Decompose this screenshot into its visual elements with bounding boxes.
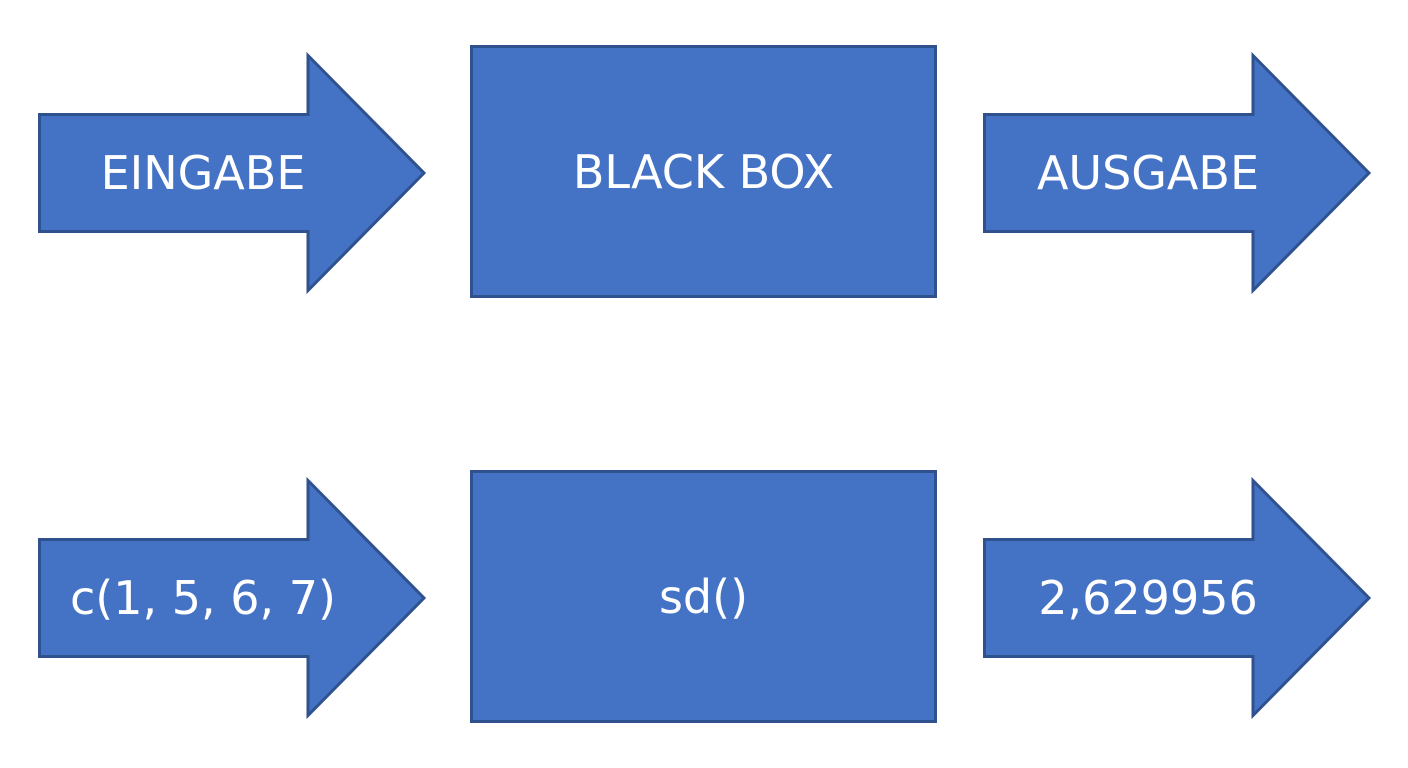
function-box-row2: sd() [470, 470, 937, 723]
arrow-shape [983, 51, 1372, 295]
output-label-row2: 2,629956 [1038, 571, 1258, 625]
black-box-label-row1: BLACK BOX [572, 144, 835, 199]
output-arrow-row2: 2,629956 [983, 476, 1372, 720]
output-label-row1: AUSGABE [1036, 146, 1260, 200]
input-label-row1: EINGABE [100, 146, 306, 200]
function-label-row2: sd() [658, 569, 749, 624]
arrow-shape [38, 51, 427, 295]
arrow-shape [38, 476, 427, 720]
output-arrow-row1: AUSGABE [983, 51, 1372, 295]
input-arrow-row1: EINGABE [38, 51, 427, 295]
input-arrow-row2: c(1, 5, 6, 7) [38, 476, 427, 720]
arrow-shape [983, 476, 1372, 720]
black-box-row1: BLACK BOX [470, 45, 937, 298]
input-label-row2: c(1, 5, 6, 7) [70, 571, 336, 625]
